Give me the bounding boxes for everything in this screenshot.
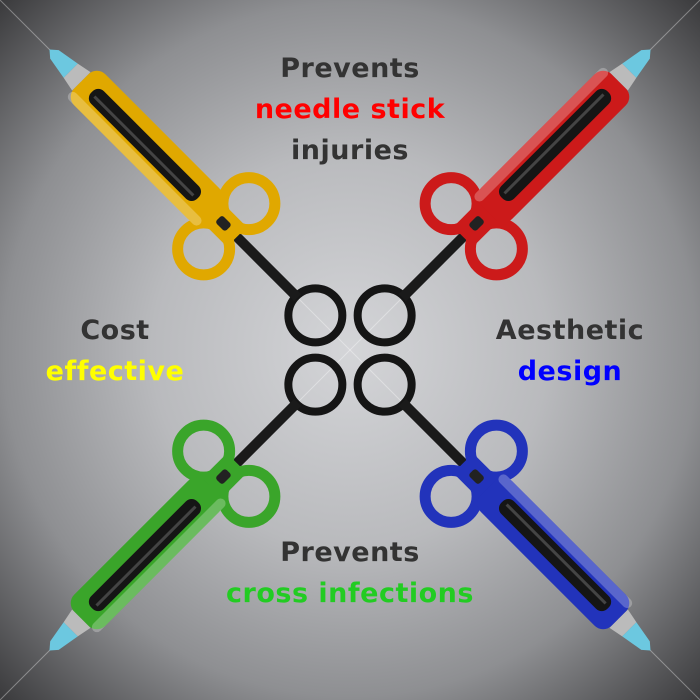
left-caption: Cost effective	[30, 310, 200, 392]
top-caption: Prevents needle stick injuries	[200, 48, 500, 171]
top-line1: Prevents	[280, 53, 420, 84]
top-line3: injuries	[291, 135, 409, 166]
bottom-line2: cross infections	[226, 578, 474, 609]
right-line1: Aesthetic	[495, 315, 645, 346]
left-line1: Cost	[80, 315, 150, 346]
bottom-caption: Prevents cross infections	[180, 532, 520, 614]
right-caption: Aesthetic design	[490, 310, 650, 392]
top-line2: needle stick	[254, 94, 446, 125]
left-line2: effective	[45, 356, 185, 387]
right-line2: design	[517, 356, 623, 387]
bottom-line1: Prevents	[280, 537, 420, 568]
